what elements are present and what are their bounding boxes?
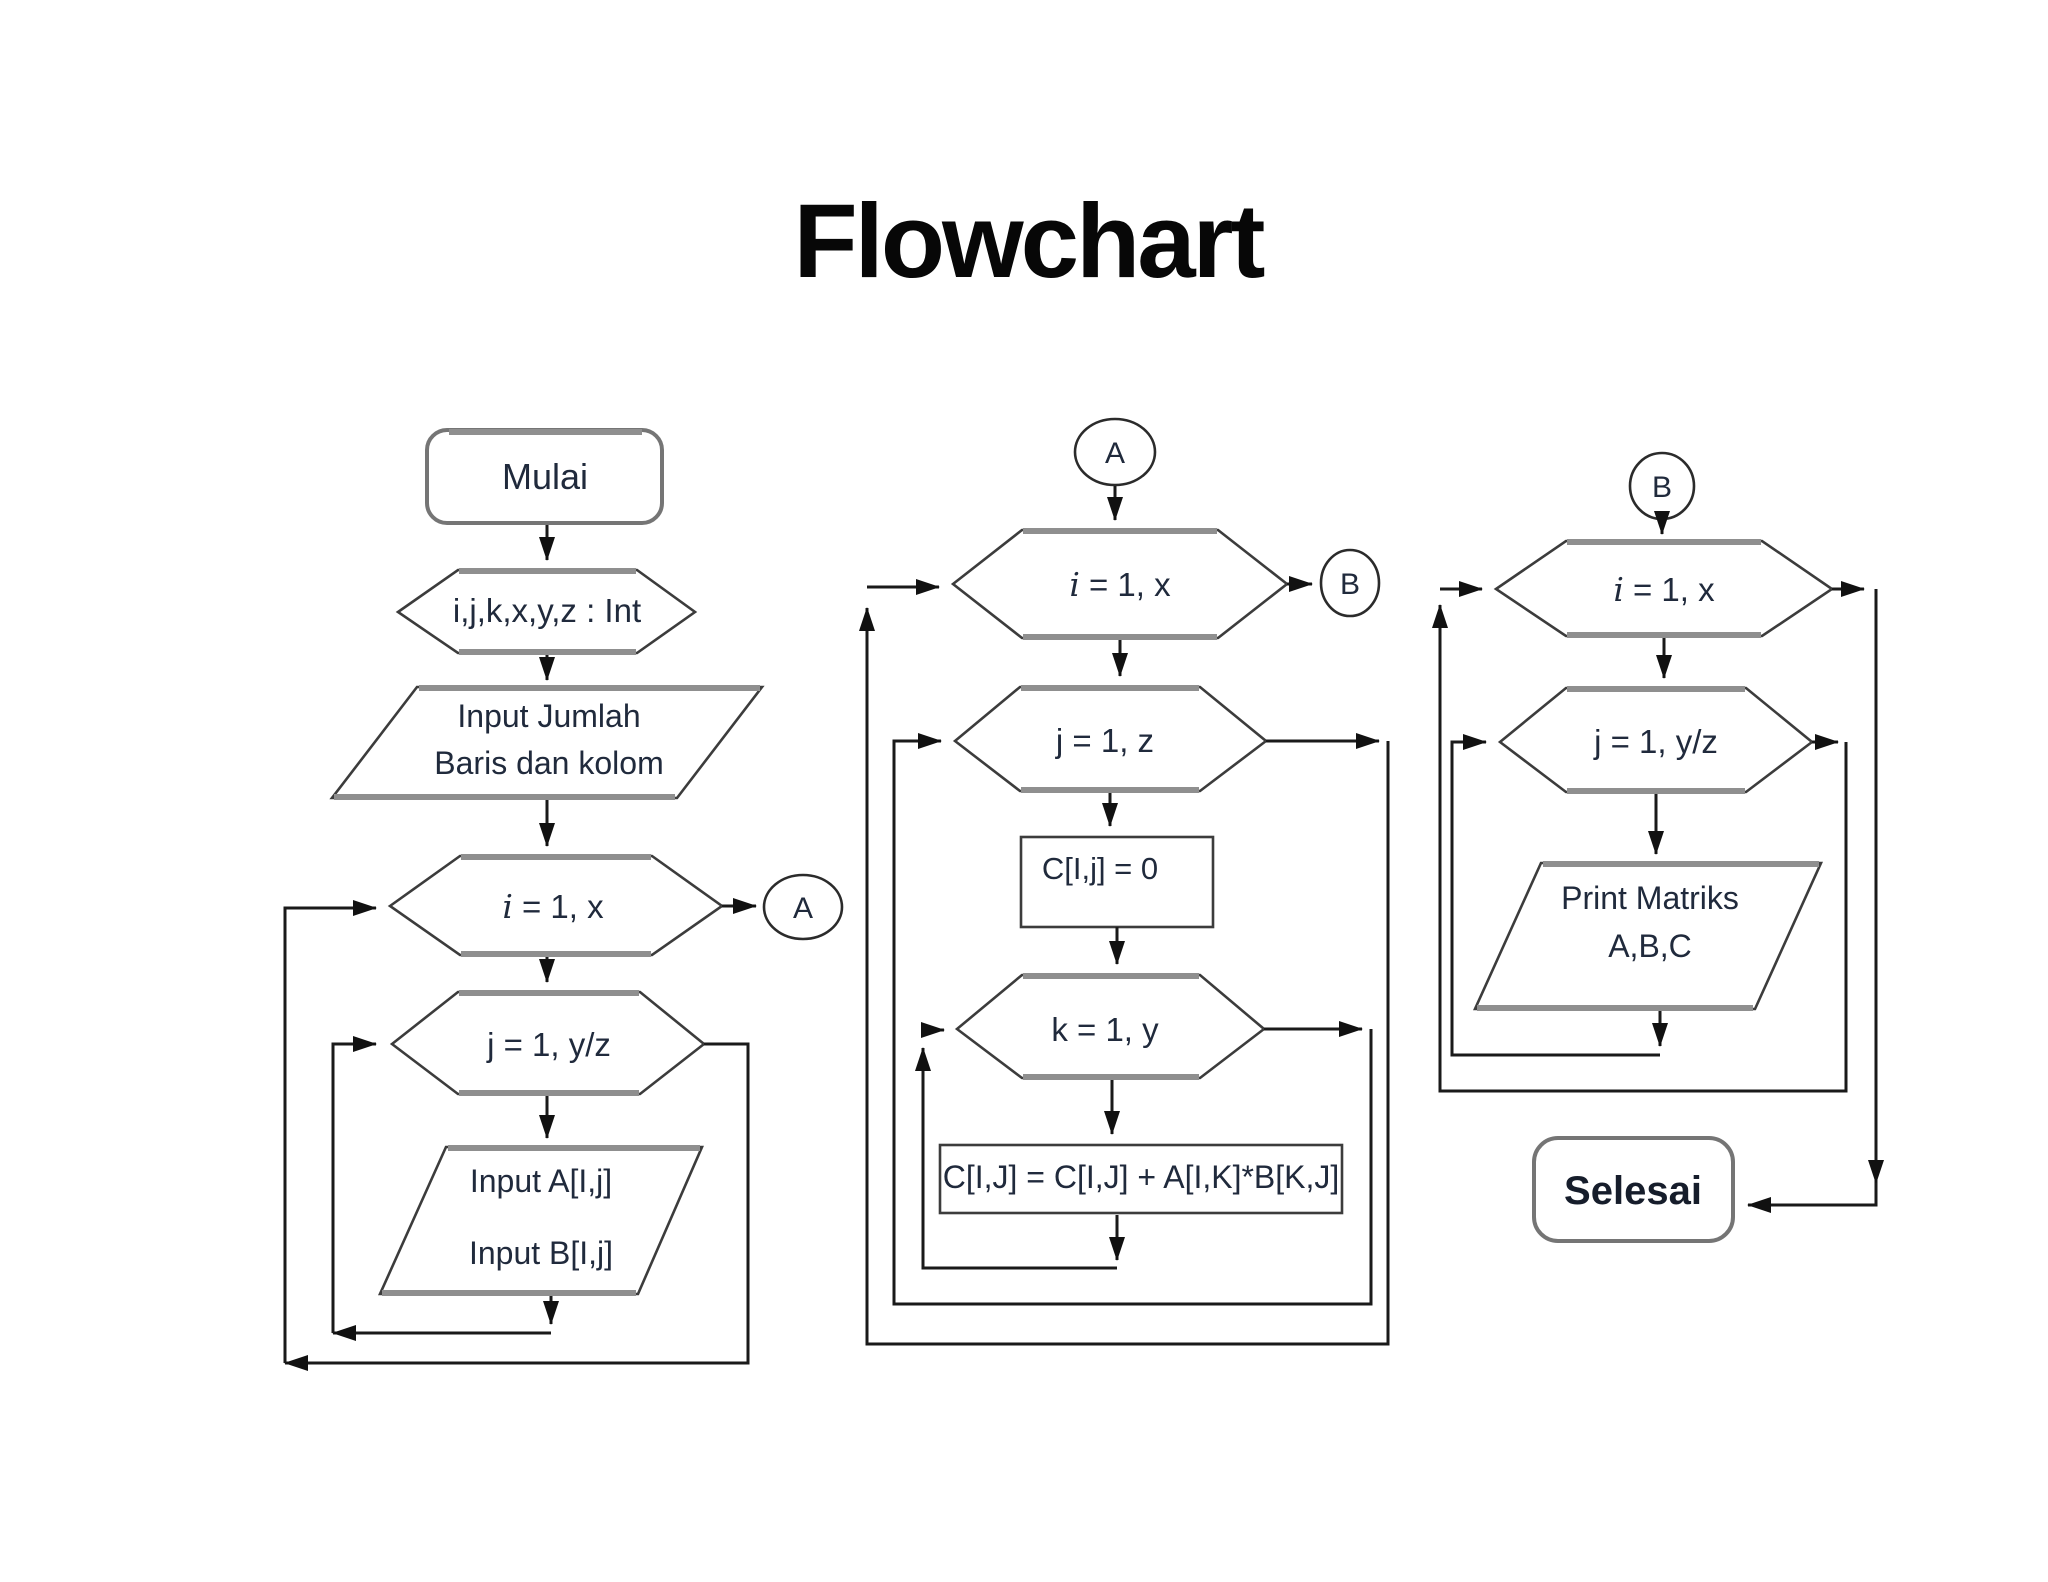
accumulate-label: C[I,J] = C[I,J] + A[I,K]*B[K,J] [943,1159,1340,1195]
loop-k-label: k = 1, y [1051,1011,1159,1048]
end-terminal-label: Selesai [1564,1169,1702,1213]
edge-i-loopback-right [1432,604,1848,1093]
print-line2: A,B,C [1608,928,1692,964]
connector-a-entry-label: A [1105,437,1125,470]
loop-i-rest: = 1, x [522,888,604,925]
input-dims-line1: Input Jumlah [457,698,640,734]
page-title: Flowchart [794,183,1265,300]
edge-i-loopback-mid [859,607,1390,1346]
accumulate-rect [938,1143,1344,1215]
loop-i-mid-rest: = 1, x [1089,566,1171,603]
edge-i-loopback-outer [284,1042,750,1371]
left-column: Mulai i,j,k,x,y,z : Int Input Jumlah Bar… [283,428,844,1371]
connector-a-entry-circle [1073,417,1157,487]
loop-i-mid-var: i [1069,565,1080,604]
loop-j-mid-label: j = 1, z [1055,722,1154,759]
edge-j-loopback-return [331,1036,377,1333]
right-column: B i= 1, x j = 1, y/z Print Matriks A,B,C… [1432,451,1884,1243]
loop-i-mid-label: i= 1, x [1069,565,1171,604]
connector-b-circle [1319,548,1381,618]
connector-b-entry-label: B [1652,471,1672,504]
loop-j-label: j = 1, y/z [486,1026,611,1063]
start-terminal-label: Mulai [502,456,588,497]
end-terminal-shape [1532,1136,1735,1243]
input-dims-line2: Baris dan kolom [434,745,663,781]
init-cell-label: C[I,j] = 0 [1042,851,1158,886]
edge-k-loopback [915,1047,1117,1270]
loop-i-var: i [502,887,513,926]
edge-i-loopback-return [283,900,377,1363]
edge-j-loopback-mid [892,733,1373,1306]
connector-b-label: B [1340,568,1360,601]
declare-hexagon [395,568,698,655]
loop-i-right-var: i [1613,570,1624,609]
loop-i-label: i= 1, x [502,887,604,926]
loop-i-right-label: i= 1, x [1613,570,1715,609]
init-cell-rect [1019,835,1215,929]
connector-a-circle [762,873,844,941]
edge-j-loopback-right [1450,734,1660,1057]
input-ab-line1: Input A[I,j] [470,1163,612,1199]
connector-a-label: A [793,892,813,925]
print-line1: Print Matriks [1561,880,1739,916]
loop-j-right-label: j = 1, y/z [1593,723,1718,760]
middle-column: A i= 1, x B j = 1, z C[I,j] = 0 k = 1, y… [859,417,1390,1346]
edge-to-end-terminal [1747,1183,1878,1213]
loop-i-right-rest: = 1, x [1633,571,1715,608]
input-ab-line2: Input B[I,j] [469,1235,613,1271]
declare-label: i,j,k,x,y,z : Int [453,592,641,629]
